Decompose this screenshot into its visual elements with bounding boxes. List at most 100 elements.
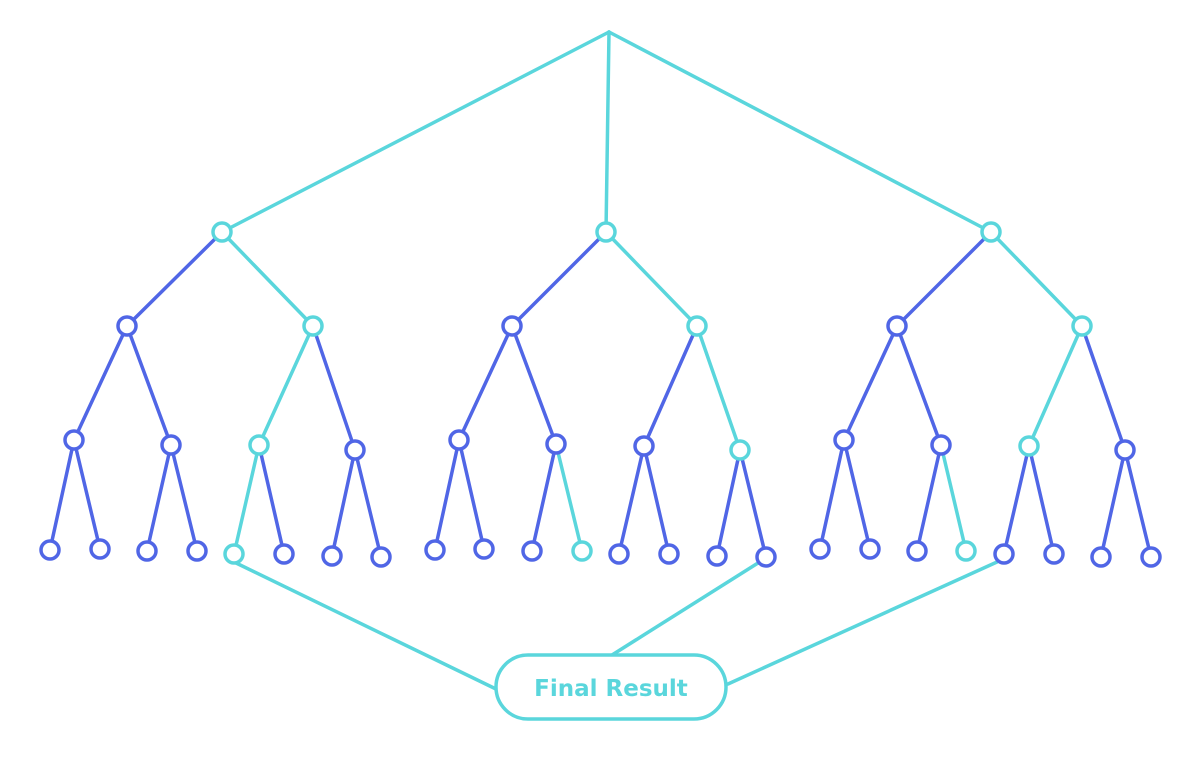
highlighted-leaf-node bbox=[223, 543, 245, 565]
edge-level-3-to-leaf bbox=[715, 448, 742, 558]
edge-level-2-to-3 bbox=[311, 324, 357, 452]
edge-root-to-group-1 bbox=[220, 30, 611, 234]
final-result-label: Final Result bbox=[534, 676, 688, 702]
leaf-node bbox=[1140, 546, 1162, 568]
connector-left-leaf-to-result bbox=[232, 560, 500, 692]
edge-level-3-to-leaf bbox=[48, 438, 76, 552]
edge-level-2-to-3 bbox=[642, 324, 699, 448]
edge-level-1-to-2 bbox=[125, 230, 224, 328]
level-3-node bbox=[248, 434, 270, 456]
final-result-rect bbox=[494, 653, 728, 721]
edge-root-to-group-2 bbox=[604, 30, 611, 234]
highlighted-leaf-node bbox=[955, 540, 977, 562]
final-result-box: Final Result bbox=[494, 653, 728, 721]
leaf-node bbox=[1043, 543, 1065, 565]
leaf-node bbox=[186, 540, 208, 562]
edge-level-2-to-3 bbox=[257, 324, 315, 447]
leaf-node bbox=[136, 540, 158, 562]
edge-level-3-to-leaf bbox=[617, 444, 646, 556]
level-3-node bbox=[448, 429, 470, 451]
edge-level-3-to-leaf bbox=[842, 438, 872, 551]
edge-level-1-to-2 bbox=[989, 230, 1084, 328]
edge-level-3-to-leaf bbox=[457, 438, 486, 551]
edge-level-1-to-2 bbox=[510, 230, 608, 328]
leaf-node bbox=[809, 538, 831, 560]
level-2-node bbox=[686, 315, 708, 337]
level-3-node bbox=[633, 435, 655, 457]
leaf-node bbox=[39, 539, 61, 561]
level-2-node bbox=[116, 315, 138, 337]
result-connectors bbox=[232, 560, 999, 692]
leaf-node bbox=[89, 538, 111, 560]
level-2-node bbox=[501, 315, 523, 337]
level-3-node bbox=[1018, 435, 1040, 457]
edge-level-2-to-3 bbox=[125, 324, 173, 447]
edge-level-2-to-3 bbox=[1027, 324, 1084, 448]
edge-level-2-to-3 bbox=[510, 324, 558, 446]
level-3-node bbox=[930, 434, 952, 456]
edge-level-2-to-3 bbox=[895, 324, 943, 447]
level-3-node bbox=[545, 433, 567, 455]
edge-level-3-to-leaf bbox=[72, 438, 102, 551]
edge-level-1-to-2 bbox=[895, 230, 993, 328]
leaf-node bbox=[755, 546, 777, 568]
leaf-node bbox=[608, 543, 630, 565]
edge-level-3-to-leaf bbox=[1002, 444, 1031, 556]
leaf-node bbox=[370, 546, 392, 568]
leaf-node bbox=[906, 540, 928, 562]
edge-level-1-to-2 bbox=[604, 230, 699, 328]
edge-level-3-to-leaf bbox=[353, 448, 383, 559]
level-1-node bbox=[980, 221, 1002, 243]
leaf-node bbox=[859, 538, 881, 560]
edge-level-3-to-leaf bbox=[915, 443, 943, 553]
level-3-node bbox=[833, 429, 855, 451]
leaf-node bbox=[521, 540, 543, 562]
edge-level-3-to-leaf bbox=[554, 442, 584, 553]
leaf-node bbox=[658, 543, 680, 565]
level-1-node bbox=[211, 221, 233, 243]
edge-level-2-to-3 bbox=[695, 324, 742, 452]
level-3-node bbox=[344, 439, 366, 461]
edge-level-1-to-2 bbox=[220, 230, 315, 328]
edge-level-3-to-leaf bbox=[1027, 444, 1056, 556]
edge-root-to-group-3 bbox=[607, 30, 993, 234]
edge-level-3-to-leaf bbox=[1123, 448, 1153, 559]
edge-level-3-to-leaf bbox=[642, 444, 671, 556]
edge-level-2-to-3 bbox=[842, 324, 899, 442]
edge-level-2-to-3 bbox=[457, 324, 514, 442]
edge-level-3-to-leaf bbox=[939, 443, 968, 553]
level-3-node bbox=[160, 434, 182, 456]
level-3-node bbox=[729, 439, 751, 461]
edge-level-3-to-leaf bbox=[145, 443, 173, 553]
level-2-node bbox=[302, 315, 324, 337]
highlighted-leaf-node bbox=[571, 540, 593, 562]
leaf-node bbox=[473, 538, 495, 560]
edge-level-2-to-3 bbox=[1080, 324, 1127, 452]
leaf-node bbox=[273, 543, 295, 565]
level-1-node bbox=[595, 221, 617, 243]
edge-level-2-to-3 bbox=[72, 324, 129, 442]
leaf-node bbox=[1090, 546, 1112, 568]
edge-level-3-to-leaf bbox=[433, 438, 461, 552]
edge-level-3-to-leaf bbox=[169, 443, 199, 553]
connector-right-leaf-to-result bbox=[726, 560, 999, 686]
leaf-node bbox=[424, 539, 446, 561]
edge-level-3-to-leaf bbox=[330, 448, 357, 558]
tree-nodes bbox=[39, 221, 1162, 568]
level-2-node bbox=[1071, 315, 1093, 337]
edge-level-3-to-leaf bbox=[1099, 448, 1127, 559]
tree-edges bbox=[48, 30, 1153, 559]
edge-level-3-to-leaf bbox=[818, 438, 846, 551]
leaf-node bbox=[321, 545, 343, 567]
level-3-node bbox=[1114, 439, 1136, 461]
leaf-node bbox=[993, 543, 1015, 565]
edge-level-3-to-leaf bbox=[232, 443, 261, 556]
edge-level-3-to-leaf bbox=[738, 448, 768, 559]
level-3-node bbox=[63, 429, 85, 451]
connector-middle-leaf-to-result bbox=[610, 561, 760, 657]
edge-level-3-to-leaf bbox=[530, 442, 558, 553]
edge-level-3-to-leaf bbox=[257, 443, 286, 556]
level-2-node bbox=[886, 315, 908, 337]
